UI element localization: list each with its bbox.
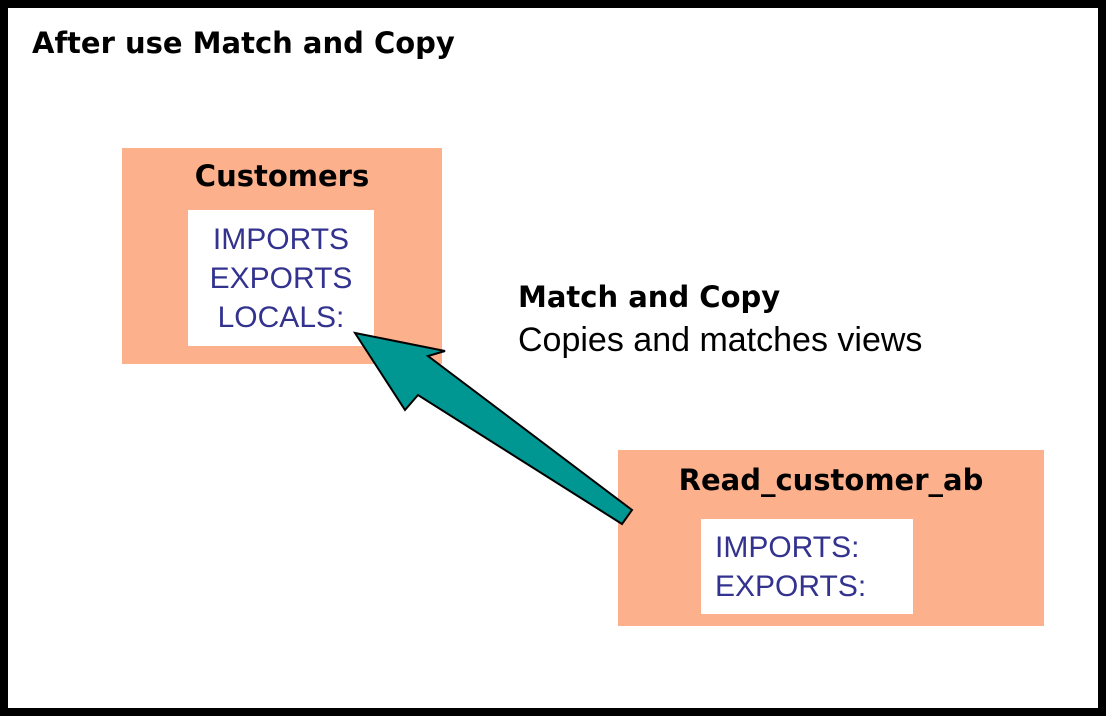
read-customer-views-panel: IMPORTS: EXPORTS: <box>701 519 913 614</box>
slide-canvas: After use Match and Copy Customers IMPOR… <box>8 8 1098 708</box>
customers-locals-view: LOCALS: <box>217 301 345 334</box>
customers-component-box: Customers IMPORTS EXPORTS LOCALS: <box>122 148 442 364</box>
customers-title: Customers <box>194 159 370 193</box>
read-customer-exports-view: EXPORTS: <box>715 570 867 603</box>
customers-views-panel: IMPORTS EXPORTS LOCALS: <box>188 210 374 346</box>
arrow-icon <box>352 331 634 526</box>
slide-title: After use Match and Copy <box>32 26 455 60</box>
callout-heading: Match and Copy <box>518 280 781 314</box>
read-customer-component-box: Read_customer_ab IMPORTS: EXPORTS: <box>618 450 1044 626</box>
read-customer-imports-view: IMPORTS: <box>715 531 860 564</box>
read-customer-title: Read_customer_ab <box>678 463 984 497</box>
callout-description: Copies and matches views <box>518 321 923 359</box>
match-copy-arrow <box>352 331 634 526</box>
customers-imports-view: IMPORTS <box>212 223 350 256</box>
customers-exports-view: EXPORTS <box>209 262 353 295</box>
